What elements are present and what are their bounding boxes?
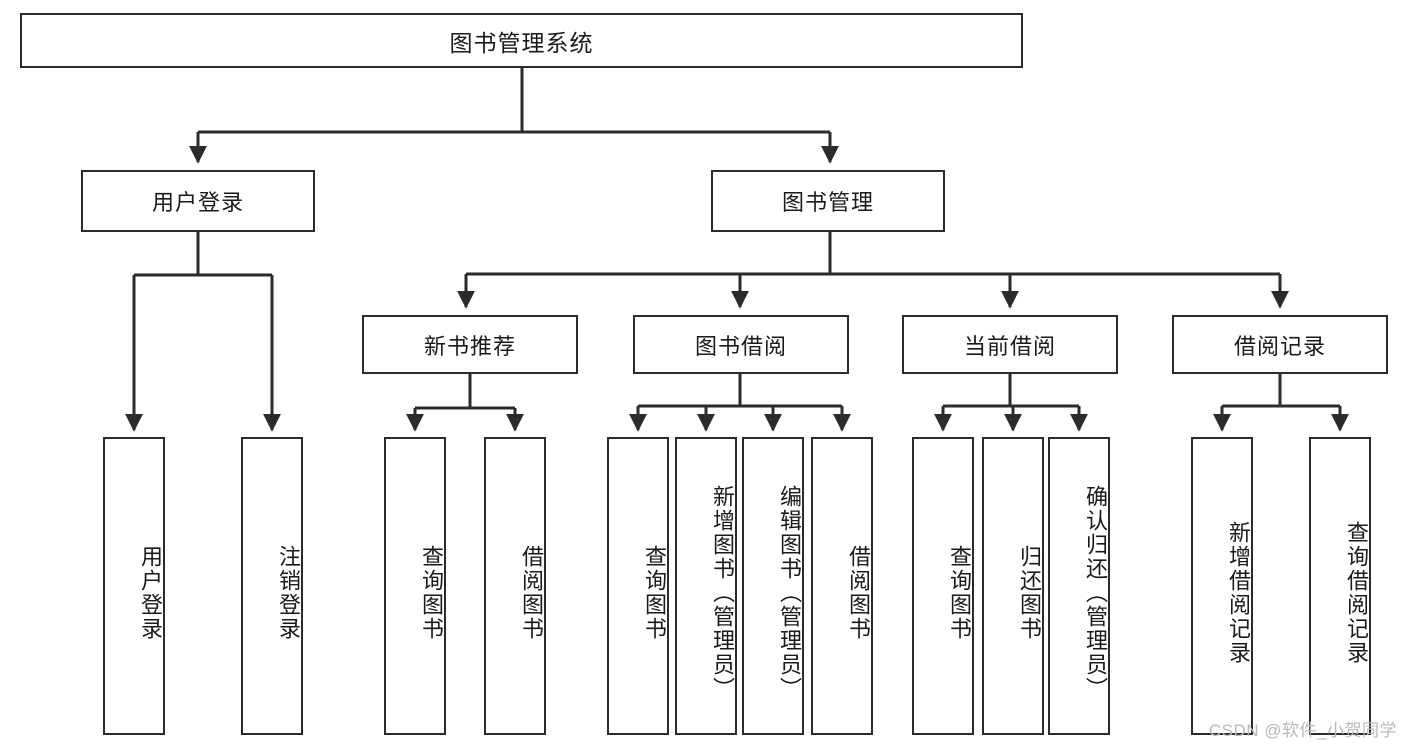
node-current-borrow[interactable]: 当前借阅 bbox=[902, 315, 1118, 374]
leaf-current-query-books[interactable]: 查询图书 bbox=[912, 437, 974, 735]
watermark: CSDN @软件_小贺同学 bbox=[1208, 721, 1397, 740]
node-label: 查询图书 bbox=[947, 545, 972, 641]
node-label: 查询借阅记录 bbox=[1344, 521, 1369, 665]
node-book-borrow[interactable]: 图书借阅 bbox=[633, 315, 849, 374]
leaf-current-return-books[interactable]: 归还图书 bbox=[982, 437, 1044, 735]
node-label: 编辑图书（管理员） bbox=[777, 485, 802, 701]
leaf-new-book-query-books[interactable]: 查询图书 bbox=[384, 437, 446, 735]
node-label: 查询图书 bbox=[642, 545, 667, 641]
node-label: 确认归还（管理员） bbox=[1083, 485, 1108, 701]
node-label: 注销登录 bbox=[276, 545, 301, 641]
leaf-user-login[interactable]: 用户登录 bbox=[103, 437, 165, 735]
node-label: 用户登录 bbox=[138, 545, 163, 641]
node-label: 查询图书 bbox=[419, 545, 444, 641]
node-label: 借阅图书 bbox=[846, 545, 871, 641]
node-book-management[interactable]: 图书管理 bbox=[711, 170, 945, 232]
node-label: 新书推荐 bbox=[423, 333, 516, 359]
node-label: 用户登录 bbox=[151, 190, 244, 215]
leaf-current-confirm-return-admin[interactable]: 确认归还（管理员） bbox=[1048, 437, 1110, 735]
node-root-book-management-system[interactable]: 图书管理系统 bbox=[20, 13, 1023, 68]
leaf-new-book-borrow-books[interactable]: 借阅图书 bbox=[484, 437, 546, 735]
node-user-login[interactable]: 用户登录 bbox=[81, 170, 315, 232]
leaf-borrow-edit-book-admin[interactable]: 编辑图书（管理员） bbox=[742, 437, 804, 735]
node-new-book-recommend[interactable]: 新书推荐 bbox=[362, 315, 578, 374]
leaf-record-add-borrow-record[interactable]: 新增借阅记录 bbox=[1191, 437, 1253, 735]
leaf-user-logout[interactable]: 注销登录 bbox=[241, 437, 303, 735]
node-label: 借阅记录 bbox=[1233, 333, 1326, 359]
node-label: 图书管理 bbox=[781, 190, 874, 215]
node-label: 归还图书 bbox=[1017, 545, 1042, 641]
node-label: 当前借阅 bbox=[963, 333, 1056, 359]
node-borrow-record[interactable]: 借阅记录 bbox=[1172, 315, 1388, 374]
node-label: 借阅图书 bbox=[519, 545, 544, 641]
leaf-borrow-add-book-admin[interactable]: 新增图书（管理员） bbox=[675, 437, 737, 735]
node-label: 新增借阅记录 bbox=[1226, 521, 1251, 665]
node-label: 图书借阅 bbox=[694, 333, 787, 359]
node-label: 图书管理系统 bbox=[449, 29, 594, 56]
leaf-record-query-borrow-record[interactable]: 查询借阅记录 bbox=[1309, 437, 1371, 735]
leaf-borrow-query-books[interactable]: 查询图书 bbox=[607, 437, 669, 735]
node-label: 新增图书（管理员） bbox=[710, 485, 735, 701]
leaf-borrow-borrow-books[interactable]: 借阅图书 bbox=[811, 437, 873, 735]
